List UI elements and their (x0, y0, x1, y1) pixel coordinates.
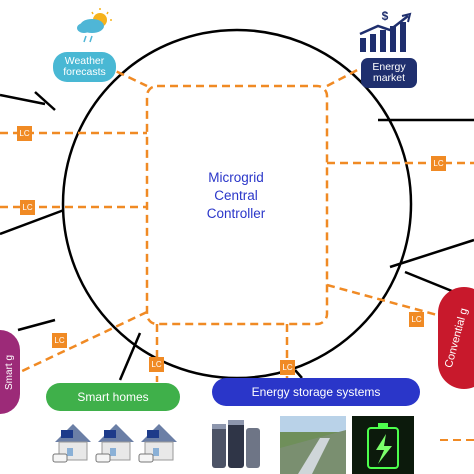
svg-text:$: $ (382, 9, 389, 23)
microgrid-boundary-circle (61, 28, 413, 380)
smart-grid-node: Smart g (0, 330, 20, 414)
lc-box: LC (20, 200, 35, 215)
storage-line (294, 369, 303, 379)
bottom-left-line (17, 318, 56, 332)
smart-grid-label: Smart g (3, 354, 15, 390)
controller-label: Microgrid Central Controller (207, 170, 266, 221)
homes-line (118, 332, 142, 381)
energy-storage-label: Energy storage systems (251, 385, 381, 399)
conventional-generation-node: Convential g (436, 287, 474, 389)
weather-label-line2: forecasts (63, 66, 106, 78)
sun-cloud-icon (77, 8, 112, 43)
smart-homes-label: Smart homes (77, 390, 149, 404)
top-left-line-2 (34, 91, 56, 111)
link-lc-bottom-left (19, 310, 148, 374)
battery-cells-icon (206, 416, 274, 474)
bar-chart-dollar-icon: $ (359, 9, 412, 52)
weather-forecasts-node: Weather forecasts (53, 52, 116, 82)
controller-boundary (145, 84, 329, 326)
market-label-line2: market (372, 72, 406, 84)
house-solar-icon (52, 424, 177, 463)
controller-line2: Central (214, 188, 258, 203)
smart-homes-node: Smart homes (46, 383, 180, 411)
external-lines (0, 91, 474, 381)
right-line-2 (389, 238, 474, 269)
lc-box: LC (280, 360, 295, 375)
lc-box: LC (52, 333, 67, 348)
energy-market-node: Energy market (361, 58, 417, 88)
lc-box: LC (409, 312, 424, 327)
lc-box: LC (149, 357, 164, 372)
lc-box: LC (431, 156, 446, 171)
market-label-line1: Energy (372, 61, 406, 73)
controller-line3: Controller (207, 206, 266, 221)
market-link (326, 64, 366, 88)
control-links (0, 64, 474, 382)
energy-storage-node: Energy storage systems (212, 378, 420, 406)
controller-line1: Microgrid (208, 170, 264, 185)
conventional-generation-label: Convential g (443, 306, 471, 370)
weather-label-line1: Weather (64, 55, 105, 67)
top-left-line (0, 93, 46, 106)
battery-charging-icon (352, 416, 414, 474)
left-line (0, 208, 65, 236)
dam-icon (280, 416, 346, 474)
lc-box: LC (17, 126, 32, 141)
